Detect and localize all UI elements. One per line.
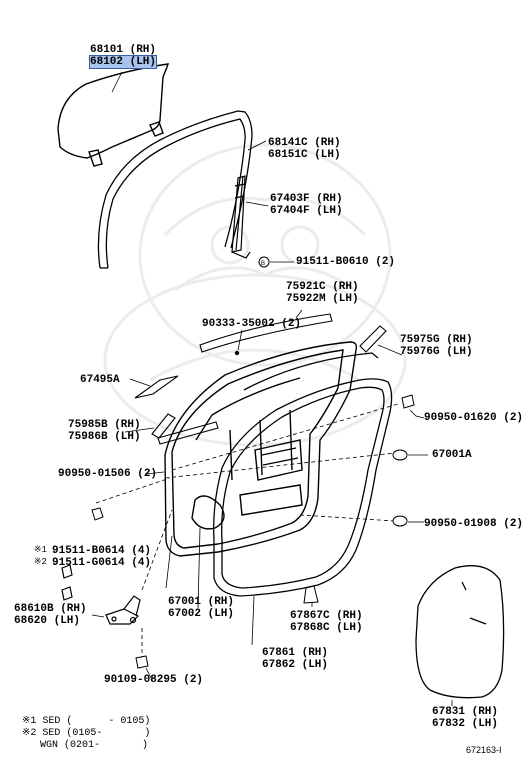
label-67495a: 67495A — [80, 374, 120, 386]
legend-row-1: ※1 SED ( - 0105) — [22, 716, 151, 727]
mark-2: ※2 — [34, 557, 47, 567]
mark-1: ※1 — [34, 545, 47, 555]
label-67001a: 67001A — [432, 449, 472, 461]
run-channel — [98, 111, 252, 268]
label-90950-01908: 90950-01908 (2) — [424, 518, 524, 530]
label-75986b: 75986B (LH) — [68, 431, 141, 443]
door-panel — [165, 342, 356, 556]
label-68610b: 68610B (RH) — [14, 603, 87, 615]
label-67868c: 67868C (LH) — [290, 622, 363, 634]
door-glass — [58, 64, 168, 166]
belt-moulding-outer — [135, 314, 386, 444]
label-75985b: 75985B (RH) — [68, 419, 141, 431]
label-68141c: 68141C (RH) — [268, 137, 341, 149]
label-90109-08295: 90109-08295 (2) — [104, 674, 204, 686]
door-weatherstrip — [214, 353, 392, 596]
locator-lines — [96, 404, 398, 660]
label-68151c: 68151C (LH) — [268, 149, 341, 161]
label-91511-b0610: 91511-B0610 (2) — [296, 256, 396, 268]
label-67831: 67831 (RH) — [432, 706, 499, 718]
svg-text:B: B — [261, 261, 265, 267]
label-67002: 67002 (LH) — [168, 608, 235, 620]
screw-91511-b0610: B — [259, 257, 269, 267]
label-75975g: 75975G (RH) — [400, 334, 473, 346]
label-90950-01620: 90950-01620 (2) — [424, 412, 524, 424]
label-75976g: 75976G (LH) — [400, 346, 473, 358]
label-67001: 67001 (RH) — [168, 596, 235, 608]
label-75922m: 75922M (LH) — [286, 293, 359, 305]
label-67404f: 67404F (LH) — [270, 205, 343, 217]
label-68101: 68101 (RH) — [90, 44, 157, 56]
door-hinge — [62, 565, 140, 624]
label-67867c: 67867C (RH) — [290, 610, 363, 622]
label-91511-b0614: 91511-B0614 (4) — [52, 545, 152, 557]
label-90950-01506: 90950-01506 (2) — [58, 468, 158, 480]
clip-90333-35002 — [234, 350, 240, 356]
label-67403f: 67403F (RH) — [270, 193, 343, 205]
leader-lines — [92, 72, 452, 706]
label-67832: 67832 (LH) — [432, 718, 499, 730]
watermark — [105, 145, 405, 445]
division-bar — [232, 176, 250, 258]
label-67862: 67862 (LH) — [262, 659, 329, 671]
label-90333-35002: 90333-35002 (2) — [202, 318, 302, 330]
model-legend: ※1 SED ( - 0105) ※2 SED (0105- ) WGN (02… — [22, 716, 150, 752]
label-68620: 68620 (LH) — [14, 615, 81, 627]
label-91511-g0614: 91511-G0614 (4) — [52, 557, 152, 569]
service-hole-cover — [416, 566, 504, 698]
label-68102-highlighted: 68102 (LH) — [88, 55, 158, 69]
label-67861: 67861 (RH) — [262, 647, 329, 659]
legend-row-3: WGN (0201- ) — [22, 740, 149, 751]
legend-row-2: ※2 SED (0105- ) — [22, 728, 151, 739]
fasteners — [92, 395, 414, 668]
label-75921c: 75921C (RH) — [286, 281, 359, 293]
diagram-reference-number: 672163-I — [466, 745, 502, 755]
